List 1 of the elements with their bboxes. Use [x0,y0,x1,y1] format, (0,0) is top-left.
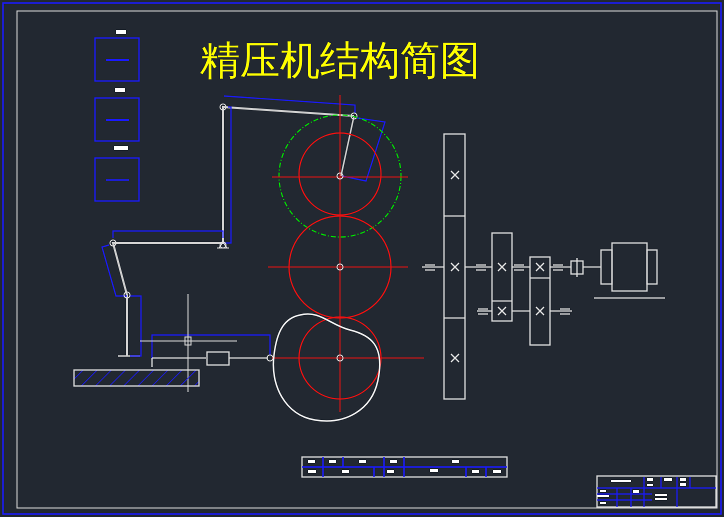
diagram-title: 精压机结构简图 [199,37,481,86]
